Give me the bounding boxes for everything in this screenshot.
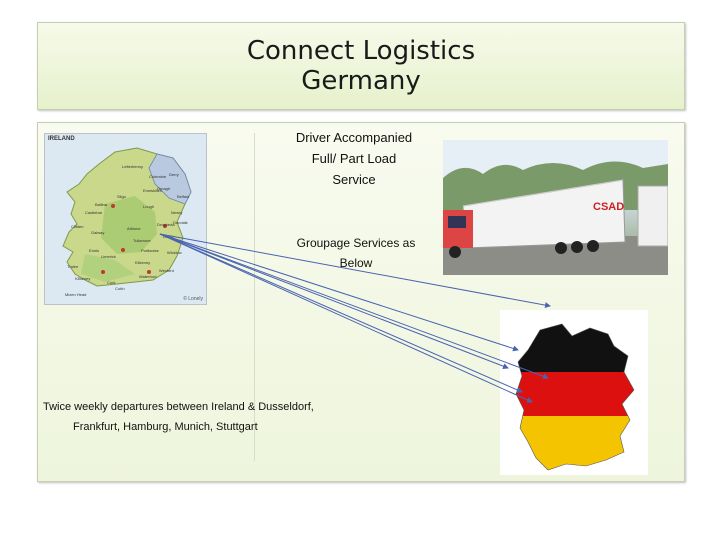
service-line-1: Driver Accompanied <box>295 130 413 145</box>
map-label: Enniskillen <box>143 188 163 193</box>
truck-graphic: CSAD <box>443 140 668 275</box>
map-label: Dublin <box>163 234 175 239</box>
map-label: Ballina <box>95 202 108 207</box>
map-label: Castlebar <box>85 210 103 215</box>
service-description: Driver Accompanied Full/ Part Load Servi… <box>270 127 438 190</box>
map-label: Limerick <box>101 254 116 259</box>
map-label: Tullamore <box>133 238 151 243</box>
germany-flag-graphic <box>515 323 635 471</box>
map-label: Derry <box>169 172 179 177</box>
schedule-line-2: Frankfurt, Hamburg, Munich, Stuttgart <box>73 421 258 433</box>
map-label: Ennis <box>89 248 100 253</box>
truck-photo: CSAD <box>443 140 668 275</box>
map-label: Sligo <box>117 194 126 199</box>
map-label: Belfast <box>177 194 190 199</box>
map-label: Clifden <box>71 224 84 229</box>
map-label: Coleraine <box>149 174 167 179</box>
title-line-2: Germany <box>301 66 421 96</box>
map-label: Mizen Head <box>65 292 87 297</box>
map-copyright: © Lonely <box>183 296 203 302</box>
schedule-text: Twice weekly departures between Ireland … <box>43 397 403 437</box>
map-label: Waterford <box>139 274 157 279</box>
groupage-line-2: Below <box>339 256 373 270</box>
map-label: Killarney <box>75 276 91 281</box>
map-label: Wicklow <box>167 250 182 255</box>
map-label: Tralee <box>67 264 79 269</box>
trailer-logo: CSAD <box>593 201 624 213</box>
map-title: IRELAND <box>48 136 75 142</box>
title-line-1: Connect Logistics <box>246 36 476 66</box>
map-label: Galway <box>91 230 105 235</box>
germany-flag-map <box>500 310 648 475</box>
map-label: Lough <box>143 204 155 209</box>
map-label: Portlaoise <box>141 248 159 253</box>
map-label: Letterkenny <box>122 164 143 169</box>
map-label: Newry <box>171 210 183 215</box>
groupage-line-1: Groupage Services as <box>296 236 416 250</box>
map-label: Dundalk <box>173 220 188 225</box>
ireland-map-image: IRELAND Letterkenny Derry Coleraine Slig… <box>44 133 207 305</box>
groupage-text: Groupage Services as Below <box>290 233 422 273</box>
map-label: Kilkenny <box>135 260 151 265</box>
title-panel: Connect Logistics Germany <box>37 22 685 110</box>
map-label: Drogheda <box>157 222 175 227</box>
map-label: Omagh <box>157 186 171 191</box>
map-label: Wexford <box>159 268 174 273</box>
map-label: Cobh <box>115 286 125 291</box>
content-panel: IRELAND Letterkenny Derry Coleraine Slig… <box>37 122 685 482</box>
schedule-line-1: Twice weekly departures between Ireland … <box>43 401 314 413</box>
map-place-labels: Letterkenny Derry Coleraine Sligo Belfas… <box>45 134 206 304</box>
slide-title: Connect Logistics Germany <box>38 36 684 96</box>
service-line-3: Service <box>332 172 376 187</box>
service-line-2: Full/ Part Load <box>311 151 397 166</box>
map-label: Cork <box>107 280 116 285</box>
map-label: Athlone <box>127 226 141 231</box>
